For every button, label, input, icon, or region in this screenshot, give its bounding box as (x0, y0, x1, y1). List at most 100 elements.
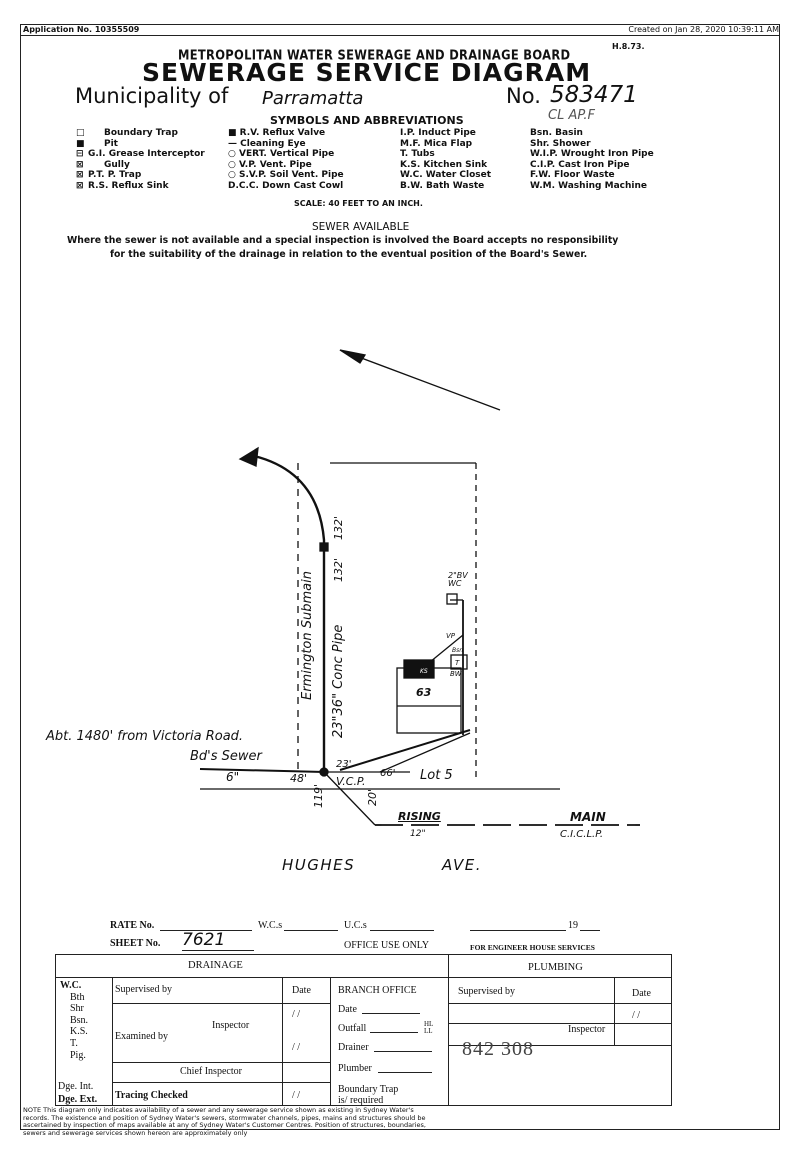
sheet-value: 7621 (182, 930, 254, 951)
wc-label: 2"BV WC (448, 571, 468, 588)
main-size: C.I.C.L.P. (560, 829, 604, 840)
boards-sewer-label: Bd's Sewer (190, 749, 262, 764)
date-col-right (330, 977, 331, 1106)
submain-arrow (238, 446, 259, 467)
fixture-t: T. (70, 1037, 78, 1049)
symbols-col2: ■ R.V. Reflux Valve — Cleaning Eye ○ VER… (228, 128, 344, 191)
house-drain (339, 729, 471, 771)
symbol-entry: K.S. Kitchen Sink (400, 159, 488, 170)
gully-icon: ⊠ (76, 159, 84, 170)
outfall: Outfall (338, 1023, 367, 1034)
symbols-icons-col1: □ ■ ⊟ ⊠ ⊠ ⊠ (76, 128, 85, 191)
symbols-col4: Bsn. Basin Shr. Shower W.I.P. Wrought Ir… (530, 128, 654, 191)
dim-23: 23' (336, 759, 352, 770)
sheet-label: SHEET No. (110, 938, 161, 949)
drain-row-2 (112, 1062, 330, 1063)
ks-label: KS (420, 668, 428, 675)
symbol-entry: W.I.P. Wrought Iron Pipe (530, 149, 654, 159)
outfall-line (370, 1032, 418, 1033)
plumbing-date-col (614, 977, 615, 1045)
symbol-entry: M.F. Mica Flap (400, 138, 473, 149)
symbol-entry: ○ VERT. Vertical Pipe (228, 149, 335, 159)
board-name: METROPOLITAN WATER SEWERAGE AND DRAINAGE… (178, 46, 571, 64)
heading-row-line (55, 977, 672, 978)
fixture-ks: K.S. (70, 1026, 88, 1038)
symbol-entry: W.C. Water Closet (400, 170, 492, 180)
plumbing-date-heading: Date (632, 988, 651, 999)
ucs-label: U.C.s (344, 920, 367, 931)
reflux-sink-icon: ⊠ (76, 180, 84, 191)
municipality-value: Parramatta (262, 88, 364, 109)
notice-line-1: Where the sewer is not available and a s… (67, 235, 619, 246)
plumber: Plumber (338, 1063, 372, 1074)
drainage-plumbing-divider (448, 954, 449, 1106)
fixture-col-divider (112, 977, 113, 1106)
fixture-bth: Bth (70, 991, 85, 1003)
dim-132-upper: 132' (332, 515, 345, 540)
symbol-entry: — Cleaning Eye (228, 138, 306, 149)
vcp-label: V.C.P. (336, 775, 366, 788)
symbol-entry: Shr. Shower (530, 138, 591, 149)
vent-branch (429, 634, 464, 663)
drainage-heading: DRAINAGE (188, 960, 243, 971)
house-number: 63 (416, 686, 432, 699)
plumber-line (378, 1072, 432, 1073)
boundary-trap: Boundary Trap (338, 1084, 399, 1095)
wcs-label: W.C.s (258, 920, 283, 931)
plumbing-heading: PLUMBING (528, 962, 583, 973)
drainage-date-heading: Date (292, 985, 311, 996)
date-blank-3: / / (292, 1090, 301, 1101)
date-blank-2: / / (292, 1042, 301, 1053)
symbols-col1: Boundary Trap Pit G.I. Grease Intercepto… (88, 128, 205, 191)
submain-curve (249, 453, 326, 770)
trap-required: is/ required (338, 1095, 384, 1106)
wc-box (446, 593, 458, 605)
symbol-entry: T. Tubs (400, 149, 435, 159)
office-use-only: OFFICE USE ONLY (344, 940, 430, 951)
symbol-entry: P.T. P. Trap (88, 170, 142, 180)
number-value: 583471 (550, 82, 638, 108)
year-line (580, 930, 600, 931)
symbol-entry: I.P. Induct Pipe (400, 128, 476, 138)
plumbing-date-blank: / / (632, 1010, 641, 1021)
fixture-shr: Shr (70, 1003, 84, 1015)
handwritten-note: CL AP.F (548, 108, 596, 123)
symbol-entry: G.I. Grease Interceptor (88, 149, 205, 159)
symbol-entry: B.W. Bath Waste (400, 180, 485, 191)
drainer-line (374, 1051, 432, 1052)
symbol-entry: ○ V.P. Vent. Pipe (228, 159, 312, 170)
drainer: Drainer (338, 1042, 369, 1053)
dim-119: 119' (312, 783, 325, 808)
number-label: No. (506, 84, 541, 108)
street-name-1: HUGHES (282, 856, 356, 874)
plumbing-bottom-line (448, 1045, 672, 1046)
plumbing-inspector: Inspector (568, 1024, 606, 1035)
document-title: SEWERAGE SERVICE DIAGRAM (142, 58, 592, 87)
fixture-list: W.C. Bth Shr Bsn. K.S. T. Pig. (60, 980, 88, 1061)
document-frame (20, 24, 780, 1130)
scale-note: SCALE: 40 FEET TO AN INCH. (294, 199, 423, 208)
north-arrow-line (339, 349, 501, 411)
dim-132-lower: 132' (332, 557, 345, 582)
symbol-entry: Boundary Trap (104, 128, 178, 138)
stamp-number: 842 308 (462, 1038, 534, 1060)
application-number: Application No. 10355509 (23, 25, 140, 34)
office-table (55, 954, 672, 1106)
branch-date-line (362, 1013, 420, 1014)
drainage-inspector: Inspector (212, 1020, 250, 1031)
date-col-left (282, 977, 283, 1106)
ucs-line (370, 930, 434, 931)
street-name-2: AVE. (442, 856, 483, 874)
bath-box (450, 654, 468, 670)
rising-label: RISING (398, 810, 441, 823)
submain-label: Ermington Submain (300, 571, 315, 700)
drainage-supervised-by: Supervised by (115, 984, 172, 995)
header-divider (21, 35, 779, 36)
rate-line (160, 930, 252, 931)
branch-date: Date (338, 1004, 357, 1015)
for-engineer: FOR ENGINEER HOUSE SERVICES (470, 943, 595, 952)
dim-66: 66' (380, 768, 396, 779)
distance-note: Abt. 1480' from Victoria Road. (46, 729, 244, 744)
symbol-entry: W.M. Washing Machine (530, 180, 647, 191)
pit-marker (319, 542, 329, 552)
